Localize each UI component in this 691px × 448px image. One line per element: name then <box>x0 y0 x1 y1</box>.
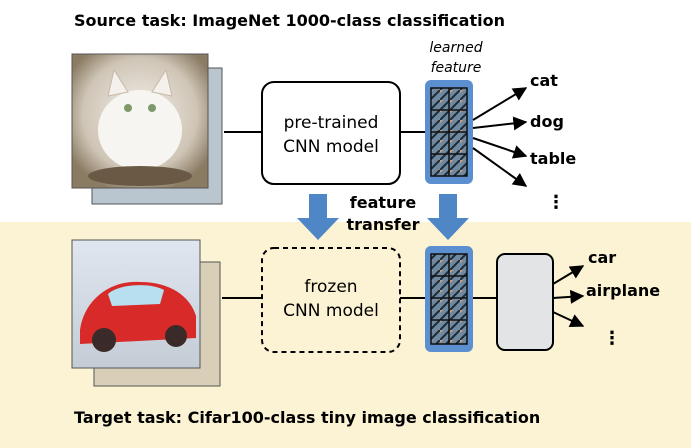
transfer-arrow-right <box>427 194 469 240</box>
class-label-cat: cat <box>530 71 558 90</box>
cat-photo <box>71 53 223 205</box>
source-title: Source task: ImageNet 1000-class classif… <box>74 11 505 30</box>
target-title: Target task: Cifar100-class tiny image c… <box>74 408 540 427</box>
car-photo <box>71 239 221 387</box>
class-label-dog: dog <box>530 112 564 131</box>
frozen-model-line1: frozen <box>304 277 357 297</box>
class-label-car: car <box>588 248 616 267</box>
transfer-arrow-left <box>297 194 339 240</box>
class-label-airplane: airplane <box>586 281 660 300</box>
source-feature-box <box>425 80 473 184</box>
pretrained-model-line1: pre-trained <box>284 113 379 133</box>
classifier-box <box>496 253 554 351</box>
class-label-more-source: ⋮ <box>547 192 565 213</box>
frozen-model-box <box>261 247 401 353</box>
pretrained-model-line2: CNN model <box>283 137 379 157</box>
frozen-model-line2: CNN model <box>283 301 379 321</box>
source-output-arrows <box>472 87 528 187</box>
target-feature-box <box>425 246 473 352</box>
class-label-table: table <box>530 149 576 168</box>
learned-feature-line2: feature <box>431 60 482 76</box>
feature-transfer-line2: transfer <box>347 215 420 234</box>
feature-transfer-line1: feature <box>350 193 417 212</box>
target-output-arrows <box>552 265 585 328</box>
learned-feature-line1: learned <box>429 40 482 56</box>
pretrained-model-box <box>261 81 401 185</box>
class-label-more-target: ⋮ <box>603 328 621 349</box>
